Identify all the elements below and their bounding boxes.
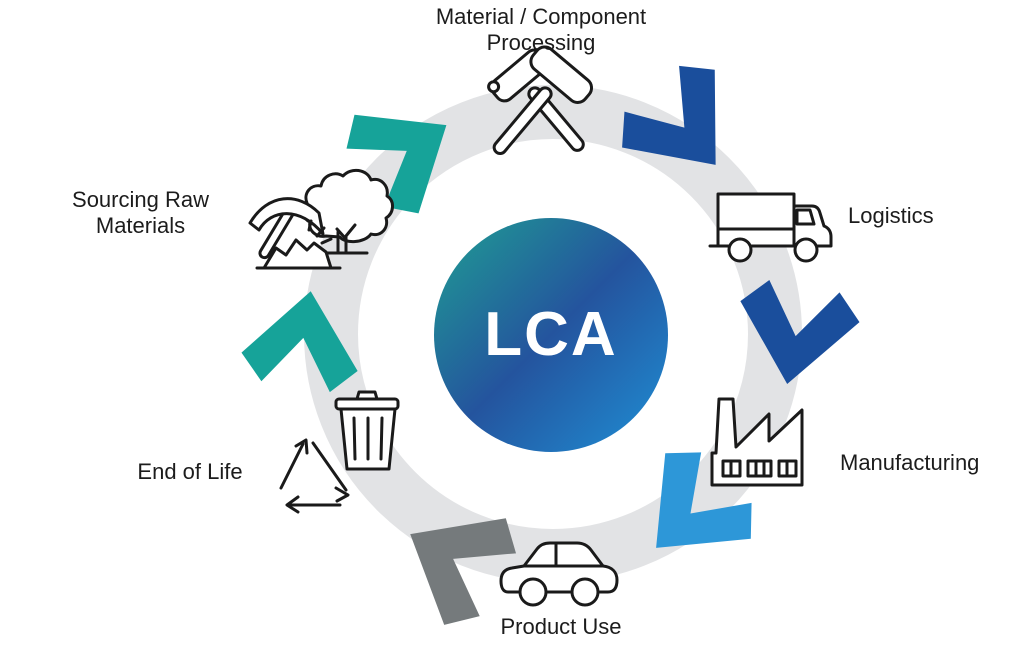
pickaxe-tree-icon: [248, 168, 394, 270]
trash-recycle-icon: [279, 390, 400, 514]
stage-label-product-use: Product Use: [500, 614, 622, 639]
car-icon: [499, 541, 619, 607]
crossed-hammers-icon: [487, 45, 594, 155]
stage-label-logistics: Logistics: [848, 203, 934, 228]
stage-label-sourcing-raw-materials: Sourcing Raw Materials: [72, 187, 209, 238]
stage-label-end-of-life: End of Life: [137, 459, 243, 484]
lca-center-label: LCA: [484, 300, 618, 369]
stage-label-material-processing: Material / Component Processing: [435, 4, 647, 55]
lca-center-circle: [434, 218, 668, 452]
stage-label-manufacturing: Manufacturing: [840, 450, 980, 475]
factory-icon: [710, 397, 804, 487]
truck-icon: [708, 192, 833, 263]
